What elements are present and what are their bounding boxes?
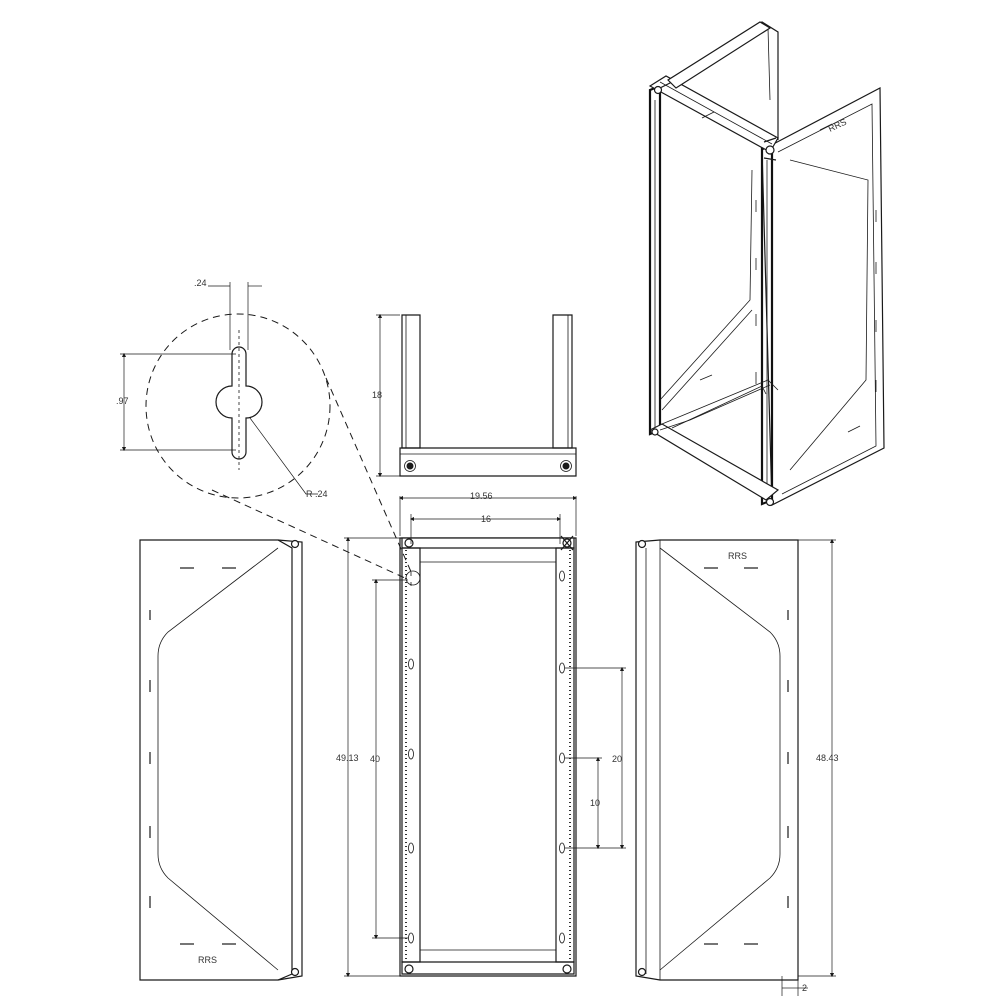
- dim-side-depth: 18: [372, 390, 382, 400]
- dim-slot-width: .24: [194, 278, 207, 288]
- dim-rail-spacing: 16: [481, 514, 491, 524]
- dim-hole-span-20: 20: [612, 754, 622, 764]
- dim-side-height: 48.43: [816, 753, 839, 763]
- left-side-view: RRS: [139, 539, 303, 981]
- dim-foot-offset: 2: [802, 983, 807, 993]
- dim-overall-width: 19.56: [470, 491, 493, 501]
- dim-slot-length: .97: [116, 396, 129, 406]
- left-logo: RRS: [198, 955, 217, 965]
- dim-overall-height: 49.13: [336, 753, 359, 763]
- right-side-view: RRS 48.43 2: [635, 538, 839, 996]
- iso-logo: RRS: [827, 117, 848, 134]
- top-view: 18: [372, 313, 577, 478]
- dim-slot-radius: R .24: [306, 489, 328, 499]
- isometric-view: RRS: [648, 21, 885, 507]
- dim-hole-span-10: 10: [590, 798, 600, 808]
- front-view: 19.56 16 49.13 40 20 10: [336, 491, 626, 978]
- dim-hole-span-40: 40: [370, 754, 380, 764]
- right-logo: RRS: [728, 551, 747, 561]
- slot-detail: .24 .97 R .24: [116, 278, 413, 579]
